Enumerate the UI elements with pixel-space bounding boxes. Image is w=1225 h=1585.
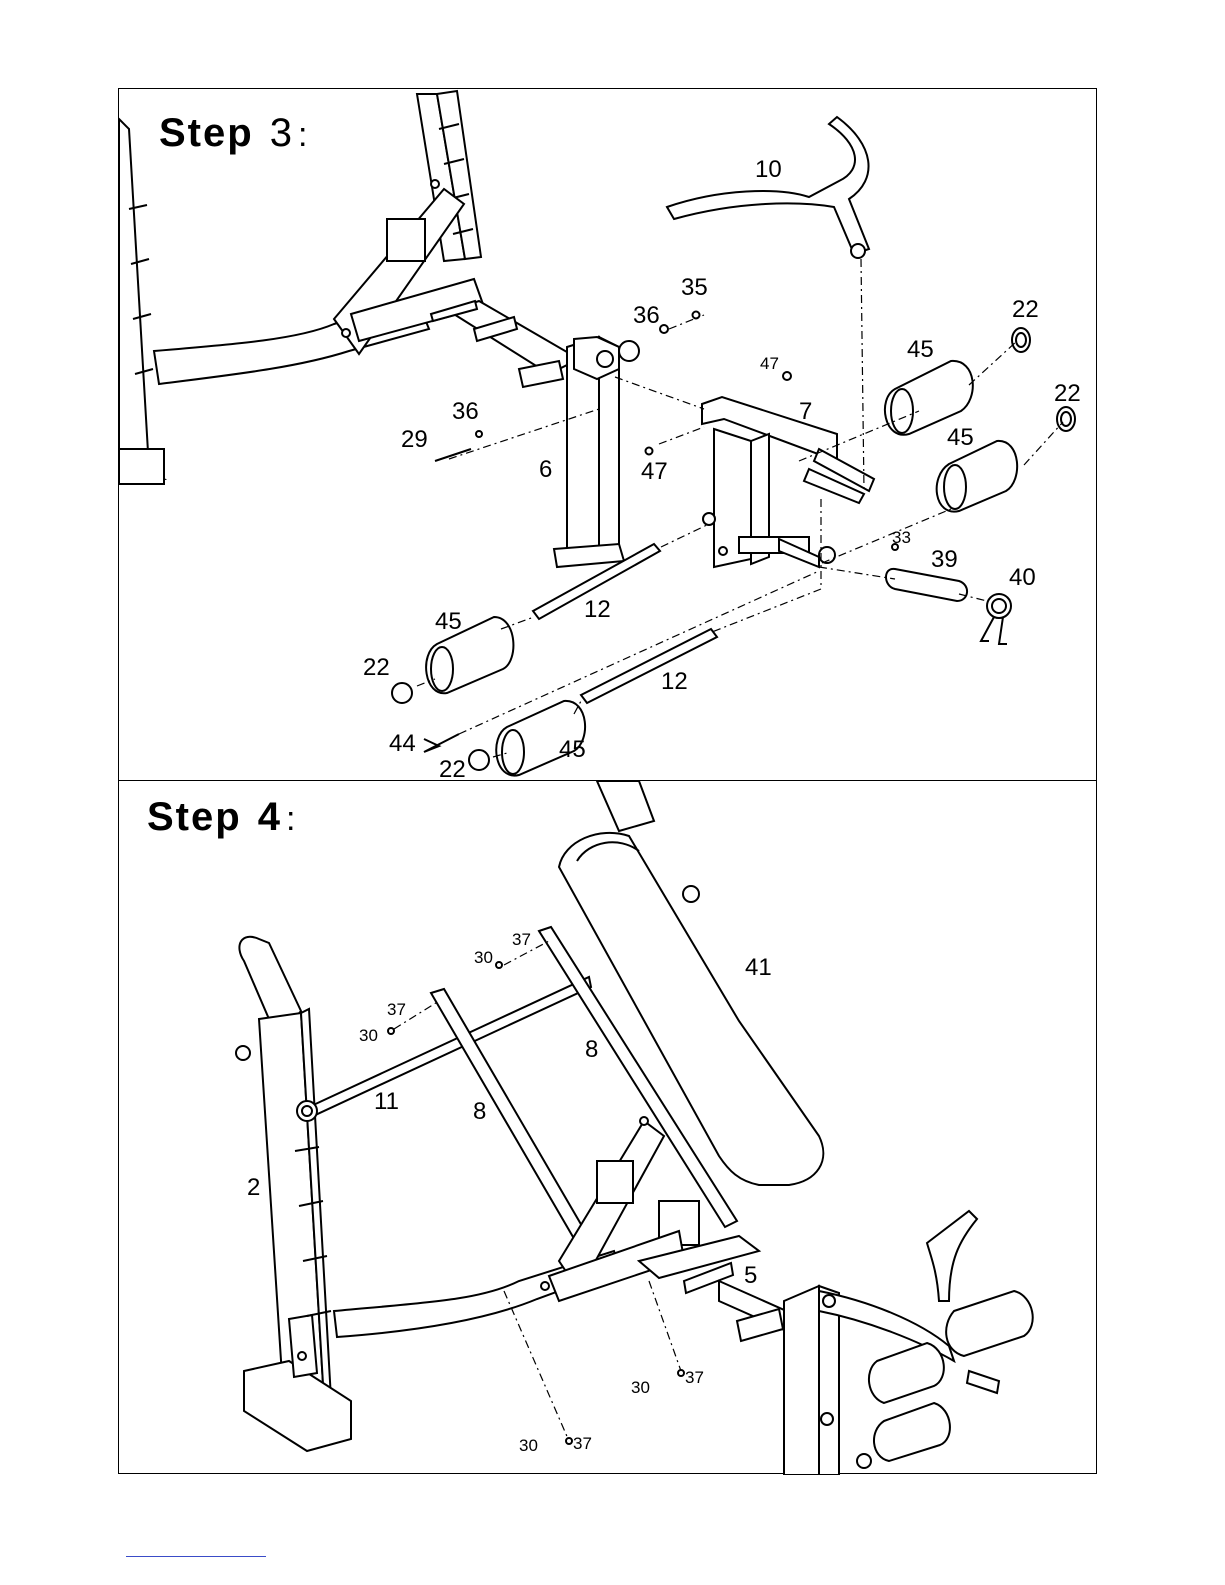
- label-part-22-right: 22: [1054, 380, 1081, 407]
- part-45-roller-right: [937, 441, 1017, 512]
- bench-rack-frame: [119, 91, 579, 484]
- part-6-upright: [554, 337, 639, 567]
- label-part-12-upper: 12: [584, 596, 611, 623]
- label-part-30-left: 30: [359, 1026, 378, 1045]
- part-44-pin: [424, 734, 459, 752]
- part-41-seat-pad: [559, 781, 823, 1185]
- label-part-11: 11: [374, 1088, 399, 1115]
- step3-diagram: 10 35 36 22 45 47 22 7 36 29 45 6 47 33 …: [119, 89, 1098, 782]
- part-40-spring-clip: [981, 594, 1011, 644]
- label-part-45-top-right: 45: [907, 336, 934, 363]
- label-part-44: 44: [389, 730, 416, 757]
- label-part-47-top: 47: [760, 354, 779, 373]
- label-part-22-left-lower: 22: [439, 756, 466, 782]
- label-part-40: 40: [1009, 564, 1036, 591]
- bench-lower-frame: [334, 1117, 759, 1337]
- label-part-37-left: 37: [387, 1000, 406, 1019]
- label-part-8-right: 8: [585, 1036, 598, 1063]
- label-part-35: 35: [681, 274, 708, 301]
- label-part-41: 41: [745, 954, 772, 981]
- part-22-end-cap-left-upper: [392, 683, 412, 703]
- part-22-end-cap-left-lower: [469, 750, 489, 770]
- part-10-handle: [667, 117, 869, 258]
- part-12-rod-lower: [581, 629, 717, 703]
- label-part-47-bottom: 47: [641, 458, 668, 485]
- label-part-39: 39: [931, 546, 958, 573]
- part-39-pin: [886, 569, 967, 601]
- label-part-36-top: 36: [633, 302, 660, 329]
- label-part-2: 2: [247, 1174, 260, 1201]
- label-part-30-bottom: 30: [519, 1436, 538, 1455]
- label-part-22-left-upper: 22: [363, 654, 390, 681]
- label-part-7: 7: [799, 398, 812, 425]
- assembly-guide-lines: [388, 941, 684, 1444]
- label-part-45-right: 45: [947, 424, 974, 451]
- footer-link-underline[interactable]: [126, 1556, 266, 1557]
- label-part-22-top-right: 22: [1012, 296, 1039, 323]
- part-22-end-cap-top-right: [1012, 328, 1030, 352]
- step4-diagram: 37 30 41 37 30 8 11 8 2 5 30 37 30 37: [119, 781, 1098, 1475]
- label-part-36-left: 36: [452, 398, 479, 425]
- label-part-5: 5: [744, 1262, 757, 1289]
- label-part-30-lower-right: 30: [631, 1378, 650, 1397]
- label-part-6: 6: [539, 456, 552, 483]
- label-part-37-lower-right: 37: [685, 1368, 704, 1387]
- part-22-end-cap-right: [1057, 407, 1075, 431]
- label-part-45-left-upper: 45: [435, 608, 462, 635]
- label-part-30-top: 30: [474, 948, 493, 967]
- label-part-45-left-lower: 45: [559, 736, 586, 763]
- part-5-front-assembly: [719, 1211, 1033, 1475]
- label-part-12-lower: 12: [661, 668, 688, 695]
- part-7-frame: [702, 397, 874, 567]
- label-part-10: 10: [755, 156, 782, 183]
- label-part-29: 29: [401, 426, 428, 453]
- label-part-37-bottom: 37: [573, 1434, 592, 1453]
- label-part-33: 33: [892, 528, 911, 547]
- label-part-37-top: 37: [512, 930, 531, 949]
- label-part-8-left: 8: [473, 1098, 486, 1125]
